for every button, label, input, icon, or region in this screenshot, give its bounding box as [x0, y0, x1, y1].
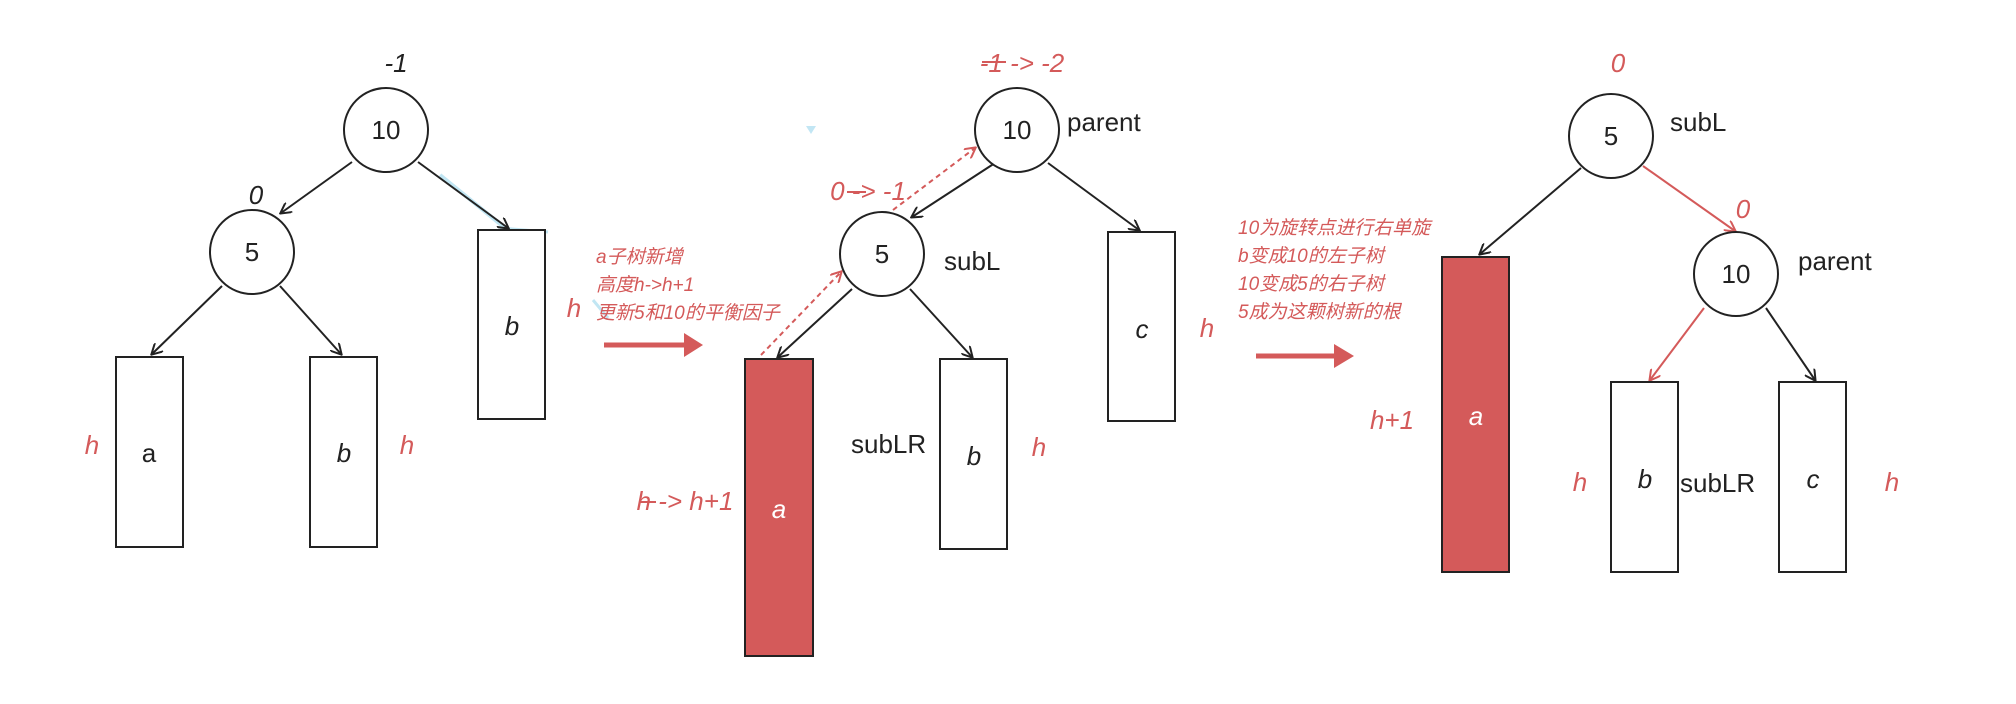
- height-c: h: [1885, 467, 1899, 497]
- subtree-b: [939, 358, 1008, 550]
- height-b-left: h: [400, 430, 414, 460]
- subtree-b-right: [477, 229, 546, 420]
- diagram-before-insert: 10 5 -1 0 a b b h h h: [85, 48, 816, 548]
- node-10-label: 10: [1722, 259, 1751, 289]
- edge-10-to-b: [1650, 307, 1705, 380]
- step2-note-line: 5成为这颗树新的根: [1238, 301, 1403, 323]
- balance-factor-5: 0: [1611, 48, 1626, 78]
- balance-factor-10: -1: [384, 48, 407, 78]
- step2-note-line: b变成10的左子树: [1238, 245, 1387, 267]
- subtree-b-left-label: b: [337, 438, 351, 468]
- step1-note-line: 高度h->h+1: [596, 274, 694, 296]
- label-subLR: subLR: [1680, 468, 1755, 498]
- diagram-after-rotation: 5 10 subL parent subLR 0 0 a b c h+1 h h: [1370, 48, 1899, 573]
- height-b-right: h: [567, 293, 581, 323]
- subtree-b-right-label: b: [505, 311, 519, 341]
- node-10-label: 10: [372, 115, 401, 145]
- label-subL: subL: [944, 246, 1000, 276]
- subtree-c-label: c: [1807, 464, 1820, 494]
- height-a: h: [85, 430, 99, 460]
- step1-annotation: a子树新增 高度h->h+1 更新5和10的平衡因子: [596, 246, 782, 357]
- height-b: h: [1573, 467, 1587, 497]
- node-10-label: 10: [1003, 115, 1032, 145]
- subtree-b-left: [309, 356, 378, 548]
- step2-arrow-head: [1334, 344, 1354, 368]
- subtree-c: [1107, 231, 1176, 422]
- edge-10-to-5: [912, 162, 996, 217]
- label-subLR: subLR: [851, 429, 926, 459]
- step2-annotation: 10为旋转点进行右单旋 b变成10的左子树 10变成5的右子树 5成为这颗树新的…: [1238, 218, 1433, 368]
- edge-10-to-c: [1047, 162, 1139, 230]
- height-b: h: [1032, 432, 1046, 462]
- balance-factor-5: 0 -> -1: [830, 176, 906, 206]
- subtree-a-label: a: [142, 438, 157, 468]
- edge-10-to-c: [1765, 307, 1815, 380]
- edge-10-to-b: [417, 161, 508, 228]
- subtree-a-label: a: [772, 494, 786, 524]
- node-5: [209, 209, 295, 295]
- node-10: [343, 87, 429, 173]
- edge-5-to-b: [279, 285, 341, 354]
- diagram-after-insert: 10 5 parent subL subLR -1 -> -2 0 -> -1 …: [637, 48, 1214, 657]
- node-5-label: 5: [875, 239, 889, 269]
- node-10: [1693, 231, 1779, 317]
- edge-5-to-a: [152, 285, 223, 354]
- update-path-5-to-10: [892, 148, 975, 211]
- label-subL: subL: [1670, 107, 1726, 137]
- step1-arrow-head: [684, 333, 703, 357]
- subtree-b-label: b: [1638, 464, 1652, 494]
- balance-factor-5: 0: [249, 180, 264, 210]
- height-c: h: [1200, 313, 1214, 343]
- edge-5-to-a: [778, 288, 853, 357]
- edge-5-to-10: [1642, 165, 1735, 231]
- subtree-b-label: b: [967, 441, 981, 471]
- ghost-mark: [806, 126, 816, 134]
- step2-note-line: 10为旋转点进行右单旋: [1238, 218, 1433, 239]
- subtree-b: [1610, 381, 1679, 573]
- node-5-label: 5: [245, 237, 259, 267]
- subtree-a: [115, 356, 184, 548]
- node-5: [839, 211, 925, 297]
- step1-note-line: 更新5和10的平衡因子: [596, 302, 782, 324]
- subtree-c: [1778, 381, 1847, 573]
- node-5: [1568, 93, 1654, 179]
- balance-factor-10: 0: [1736, 194, 1751, 224]
- label-parent: parent: [1798, 246, 1872, 276]
- subtree-c-label: c: [1136, 314, 1149, 344]
- node-10: [974, 87, 1060, 173]
- update-path-a-to-5: [760, 272, 841, 356]
- label-parent: parent: [1067, 107, 1141, 137]
- edge-5-to-a: [1480, 167, 1582, 254]
- node-5-label: 5: [1604, 121, 1618, 151]
- subtree-a-grown: [1441, 256, 1510, 573]
- step2-note-line: 10变成5的右子树: [1238, 273, 1387, 295]
- subtree-a-grown: [744, 358, 814, 657]
- height-a: h+1: [1370, 405, 1414, 435]
- subtree-a-label: a: [1469, 401, 1483, 431]
- edge-5-to-b: [909, 288, 972, 357]
- step1-note-line: a子树新增: [596, 246, 685, 268]
- ghost-stroke: [591, 299, 610, 319]
- edge-10-to-5: [281, 161, 353, 213]
